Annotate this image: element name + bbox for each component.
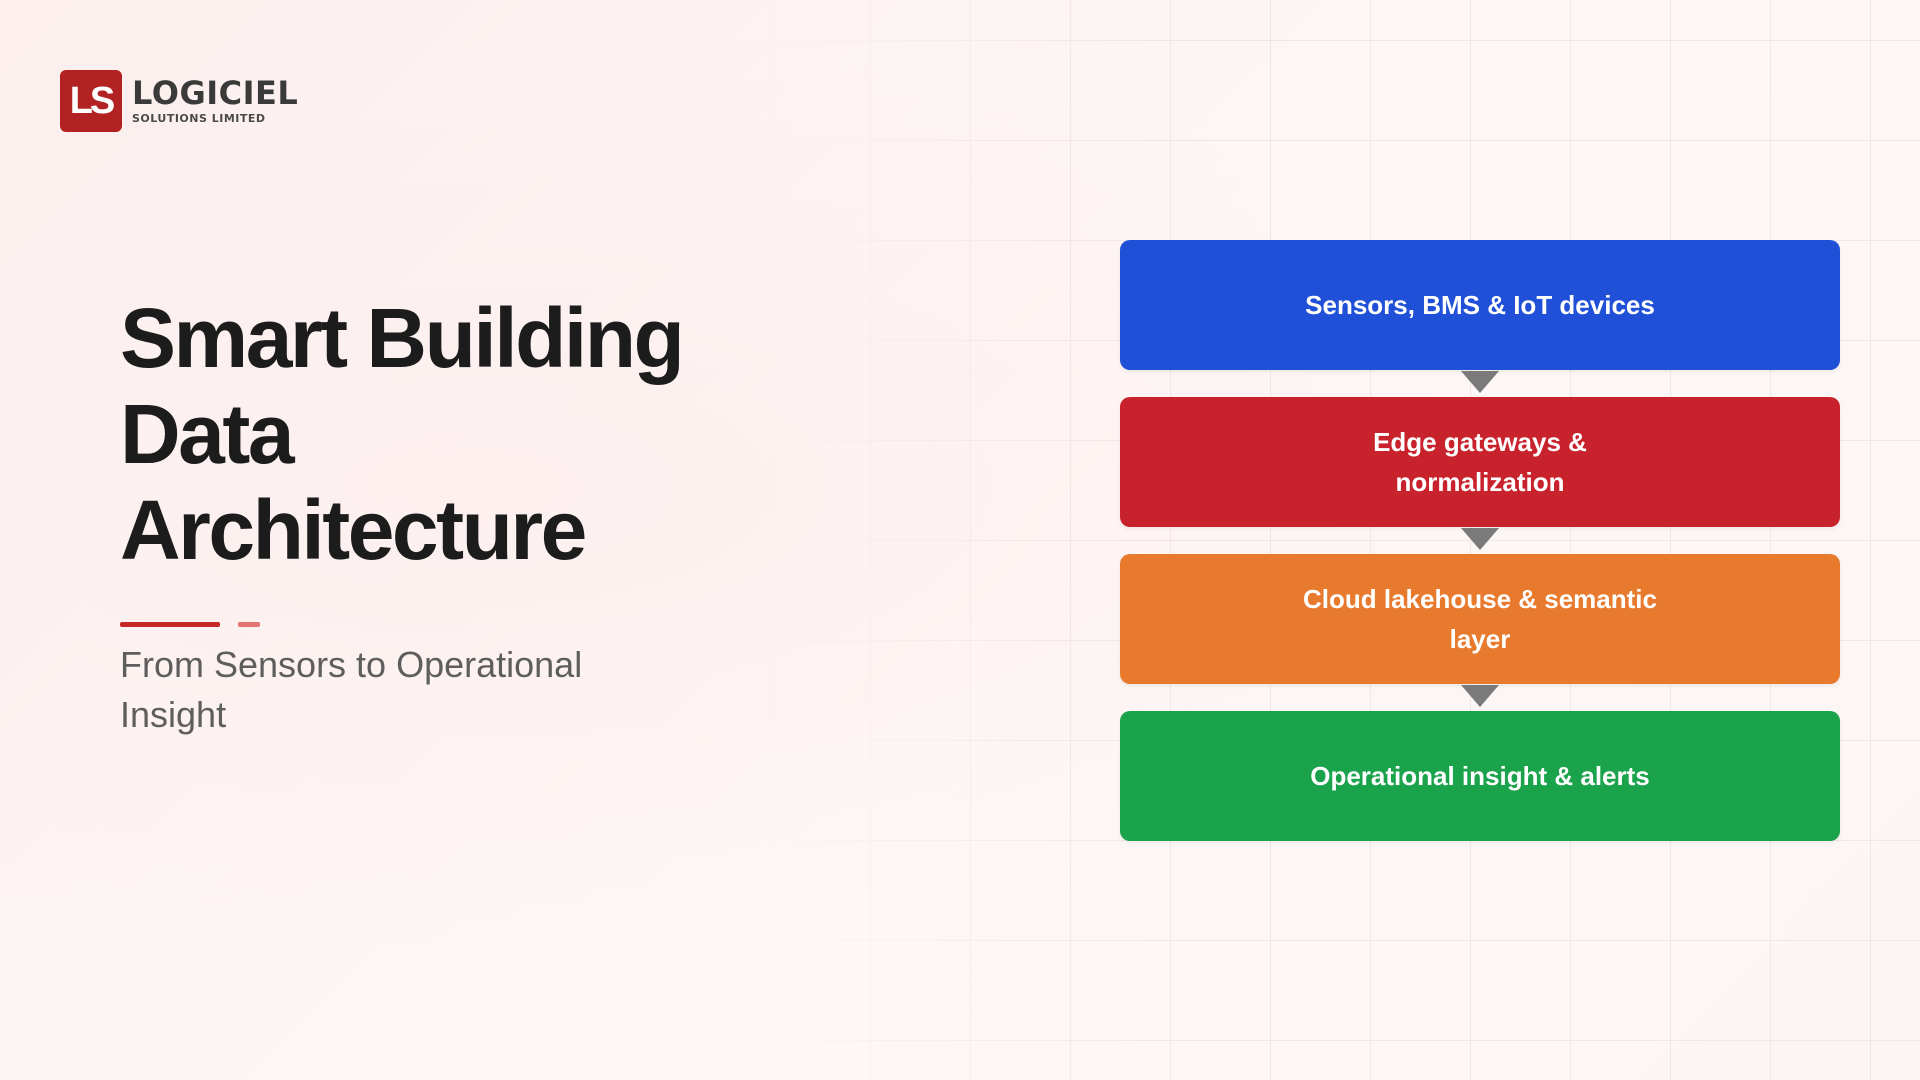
flow-step-label: Operational insight & alerts — [1310, 761, 1650, 791]
flow-step-edge-gateways: Edge gateways & normalization — [1120, 397, 1840, 527]
logo-mark: LS — [60, 70, 122, 132]
flow-arrow-down-icon — [1461, 685, 1499, 707]
flow-step-cloud-lakehouse: Cloud lakehouse & semantic layer — [1120, 554, 1840, 684]
logo-tagline: SOLUTIONS LIMITED — [132, 112, 266, 125]
logo-wordmark: LOGICIEL SOLUTIONS LIMITED — [132, 77, 298, 125]
flow-step-label: Cloud lakehouse & semantic layer — [1303, 584, 1657, 654]
slide-title: Smart Building Data Architecture — [120, 290, 820, 578]
background-grid — [740, 0, 1920, 1080]
title-line: Data — [120, 387, 295, 481]
flow-step-label: Sensors, BMS & IoT devices — [1305, 290, 1655, 320]
title-line: Smart Building — [120, 291, 685, 385]
flow-arrow-down-icon — [1461, 371, 1499, 393]
accent-divider-dot — [238, 622, 260, 627]
logo-name: LOGICIEL — [132, 74, 299, 112]
flow-step-sensors: Sensors, BMS & IoT devices — [1120, 240, 1840, 370]
title-line: Architecture — [120, 483, 587, 577]
flow-step-operational-insight: Operational insight & alerts — [1120, 711, 1840, 841]
company-logo: LS LOGICIEL SOLUTIONS LIMITED — [60, 70, 298, 132]
accent-divider — [120, 622, 220, 627]
flow-step-label: Edge gateways & normalization — [1373, 427, 1587, 497]
logo-mark-text: LS — [69, 80, 116, 122]
flow-arrow-down-icon — [1461, 528, 1499, 550]
slide-subtitle: From Sensors to Operational Insight — [120, 644, 583, 735]
